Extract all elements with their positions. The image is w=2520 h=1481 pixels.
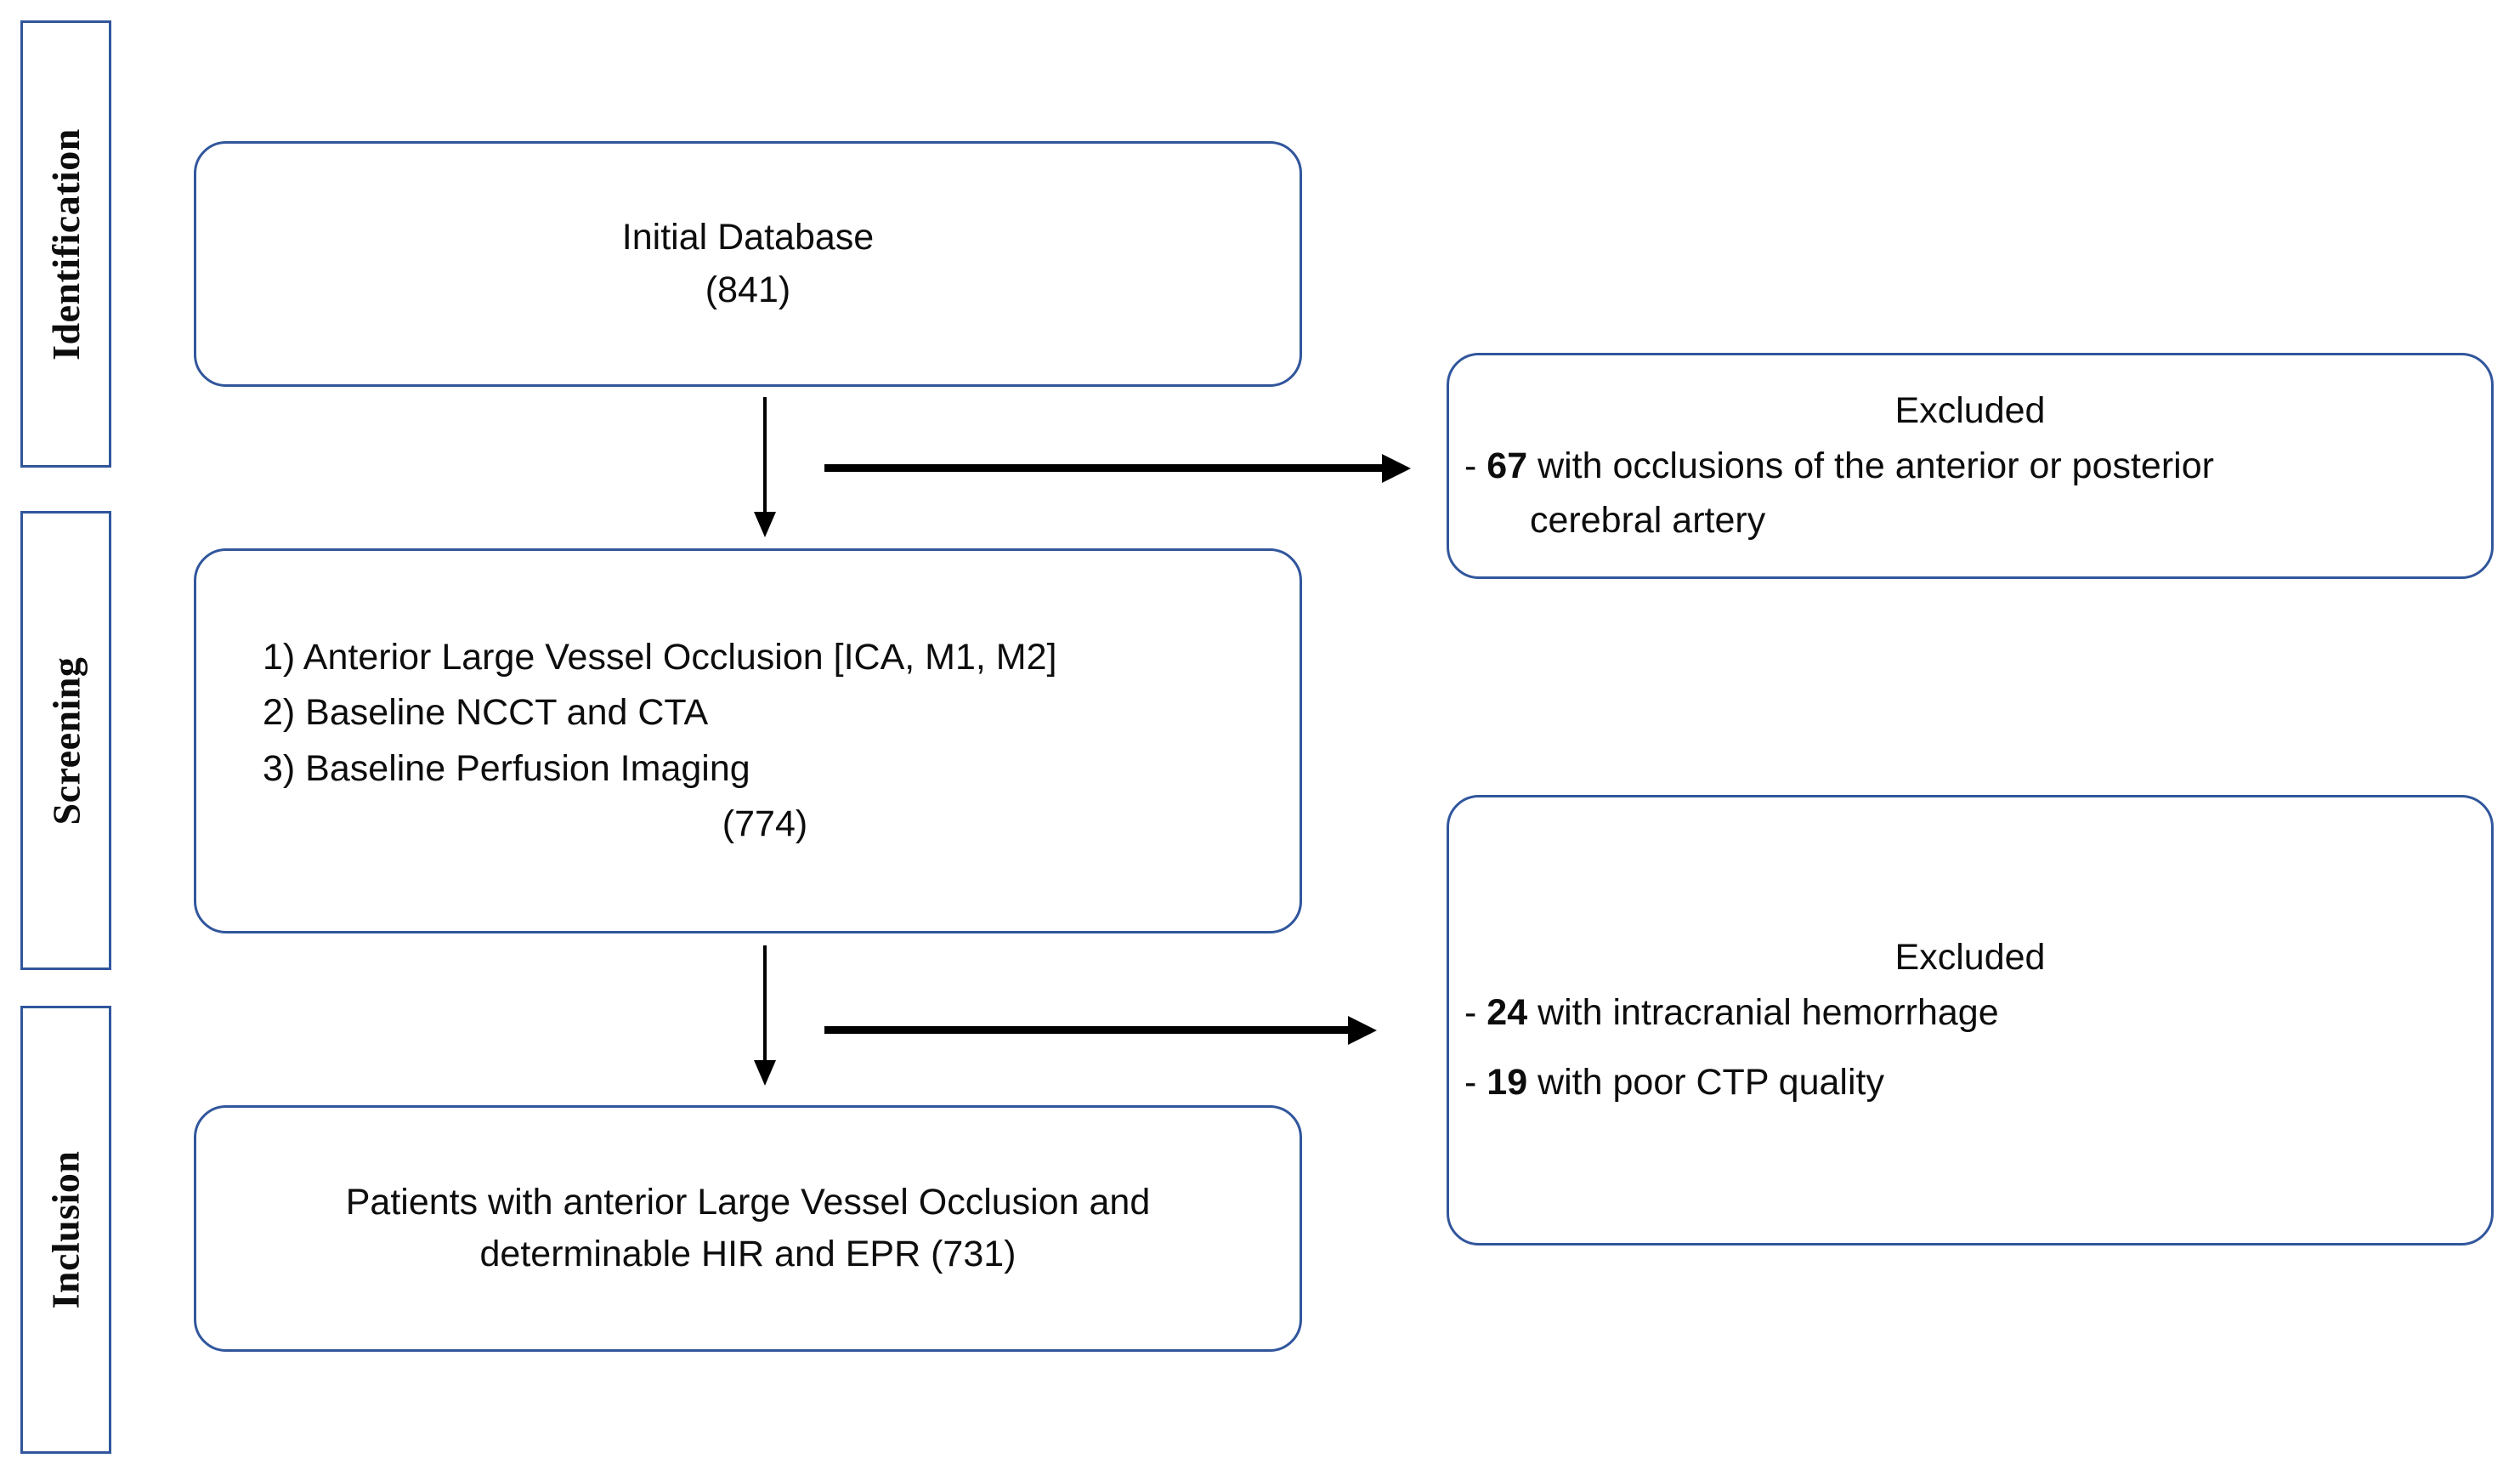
- box-excluded-2: Excluded - 24 with intracranial hemorrha…: [1447, 795, 2494, 1246]
- excluded-1-item-1-text: with occlusions of the anterior or poste…: [1537, 445, 2214, 486]
- excluded-2-item-2-text: with poor CTP quality: [1537, 1062, 1884, 1104]
- excluded-2-item-2-count: 19: [1487, 1062, 1528, 1104]
- arrow-down-1-head: [754, 512, 776, 537]
- excluded-2-spacer: [1449, 1040, 2491, 1055]
- screening-criterion-2: 2) Baseline NCCT and CTA: [263, 692, 709, 734]
- screening-criterion-1: 1) Anterior Large Vessel Occlusion [ICA,…: [263, 636, 1057, 678]
- box-initial-database: Initial Database (841): [194, 141, 1302, 387]
- stage-box-screening: Screening: [20, 511, 111, 970]
- box-inclusion-result: Patients with anterior Large Vessel Occl…: [194, 1105, 1302, 1352]
- stage-label-identification: Identification: [44, 128, 88, 360]
- box-excluded-1: Excluded - 67 with occlusions of the ant…: [1447, 353, 2494, 579]
- stage-box-identification: Identification: [20, 20, 111, 468]
- screening-criterion-3: 3) Baseline Perfusion Imaging: [263, 747, 750, 789]
- stage-box-inclusion: Inclusion: [20, 1006, 111, 1454]
- excluded-2-item-1-count: 24: [1487, 991, 1528, 1033]
- arrow-right-2-shaft: [824, 1026, 1351, 1034]
- excluded-2-item-1: - 24 with intracranial hemorrhage: [1449, 985, 2491, 1041]
- excluded-2-item-2: - 19 with poor CTP quality: [1449, 1055, 2491, 1110]
- arrow-right-1-shaft: [824, 464, 1385, 472]
- initial-database-line1: Initial Database: [621, 217, 875, 258]
- excluded-2-item-1-dash: -: [1464, 991, 1477, 1033]
- excluded-2-item-2-dash: -: [1464, 1062, 1477, 1104]
- stage-label-inclusion: Inclusion: [44, 1150, 88, 1309]
- excluded-2-item-1-text: with intracranial hemorrhage: [1537, 991, 1999, 1033]
- excluded-1-title: Excluded: [1894, 390, 2046, 432]
- arrow-down-2-head: [754, 1060, 776, 1086]
- excluded-1-item-1-count: 67: [1487, 445, 1528, 486]
- excluded-1-item-1-dash: -: [1464, 445, 1477, 486]
- screening-count: (774): [722, 803, 808, 844]
- initial-database-count: (841): [705, 269, 791, 310]
- excluded-2-title: Excluded: [1894, 937, 2046, 979]
- excluded-1-item-1-continuation: cerebral artery: [1530, 500, 1766, 542]
- arrow-down-2-shaft: [763, 945, 767, 1064]
- excluded-1-item-1: - 67 with occlusions of the anterior or …: [1449, 439, 2491, 494]
- inclusion-line1: Patients with anterior Large Vessel Occl…: [345, 1181, 1151, 1223]
- arrow-right-1-head: [1382, 454, 1411, 483]
- stage-label-screening: Screening: [44, 656, 88, 825]
- arrow-down-1-shaft: [763, 397, 767, 516]
- inclusion-line2: determinable HIR and EPR (731): [479, 1234, 1016, 1274]
- box-screening-criteria: 1) Anterior Large Vessel Occlusion [ICA,…: [194, 548, 1302, 933]
- arrow-right-2-head: [1348, 1016, 1377, 1045]
